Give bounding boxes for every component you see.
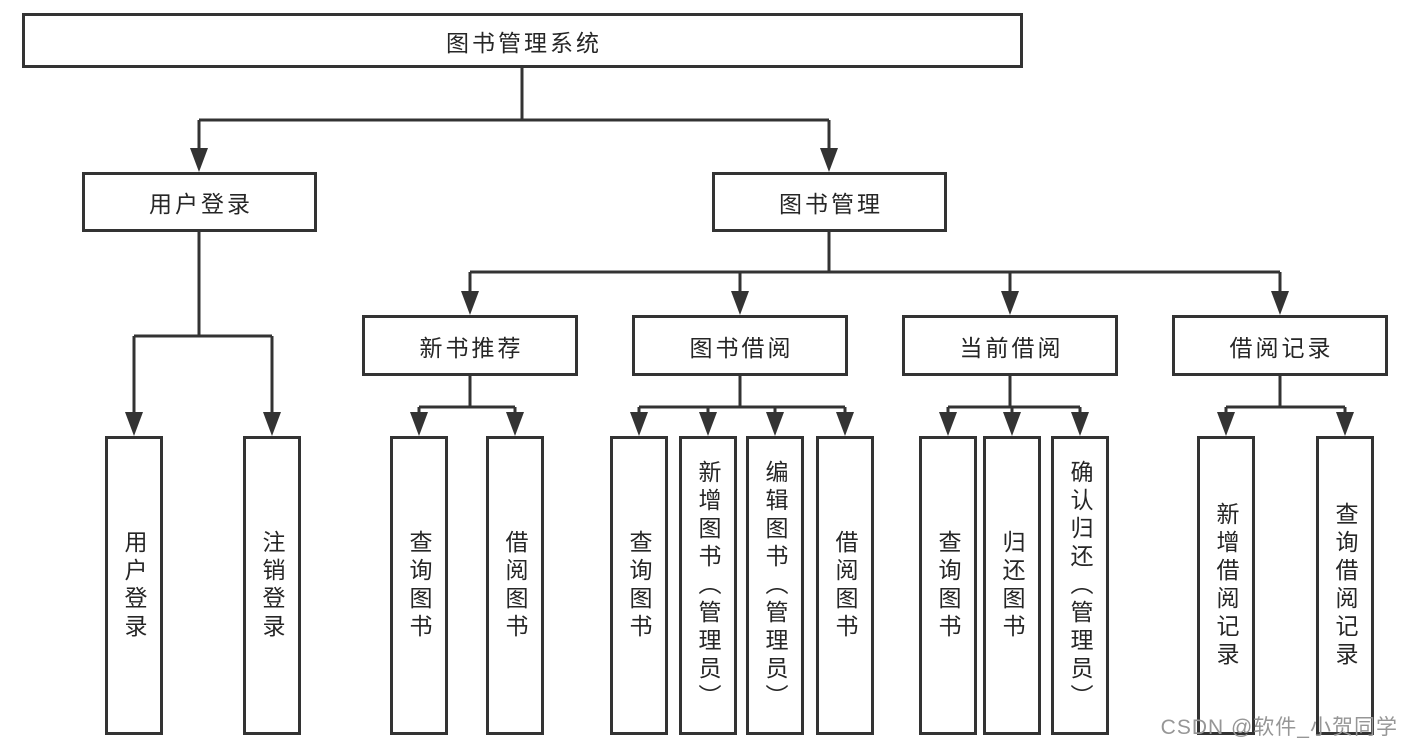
leaf-add-book-admin: 新增图书（管理员） [679, 436, 737, 735]
edge-user-login-to-leaves [125, 232, 281, 436]
edge-current-borrow-to-leaves [939, 376, 1089, 436]
leaf-borrow-books-recommend: 借阅图书 [486, 436, 544, 735]
edge-book-management-to-level3 [461, 232, 1289, 315]
node-user-login: 用户登录 [82, 172, 317, 232]
edge-root-to-level2 [190, 68, 838, 172]
node-book-borrow: 图书借阅 [632, 315, 848, 376]
leaf-logout: 注销登录 [243, 436, 301, 735]
node-new-book-recommend: 新书推荐 [362, 315, 578, 376]
leaf-return-books: 归还图书 [983, 436, 1041, 735]
leaf-user-login: 用户登录 [105, 436, 163, 735]
node-borrow-records: 借阅记录 [1172, 315, 1388, 376]
edge-book-borrow-to-leaves [630, 376, 854, 436]
node-root-system: 图书管理系统 [22, 13, 1023, 68]
leaf-edit-book-admin: 编辑图书（管理员） [746, 436, 804, 735]
node-current-borrow: 当前借阅 [902, 315, 1118, 376]
leaf-query-books-current: 查询图书 [919, 436, 977, 735]
leaf-confirm-return-admin: 确认归还（管理员） [1051, 436, 1109, 735]
leaf-query-borrow-record: 查询借阅记录 [1316, 436, 1374, 735]
edge-new-book-recommend-to-leaves [410, 376, 524, 436]
leaf-add-borrow-record: 新增借阅记录 [1197, 436, 1255, 735]
leaf-query-books-borrow: 查询图书 [610, 436, 668, 735]
leaf-query-books-recommend: 查询图书 [390, 436, 448, 735]
node-book-management: 图书管理 [712, 172, 947, 232]
edge-borrow-records-to-leaves [1217, 376, 1354, 436]
leaf-borrow-books: 借阅图书 [816, 436, 874, 735]
